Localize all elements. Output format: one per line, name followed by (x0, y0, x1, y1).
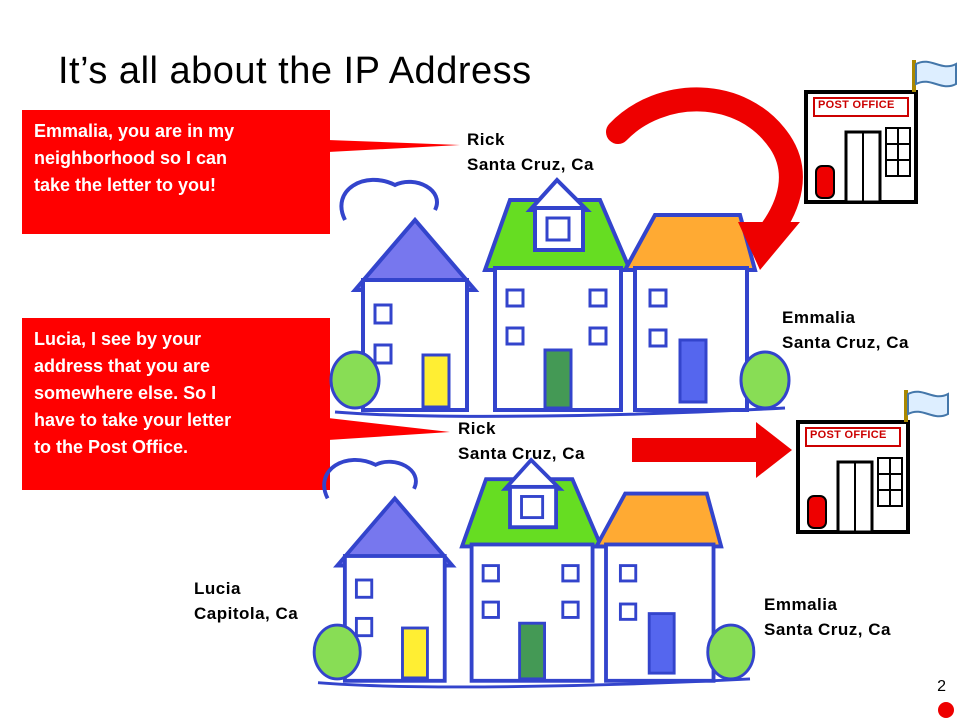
label-lucia-city: Capitola, Ca (194, 604, 299, 623)
post-office-bottom-sign: POST OFFICE (810, 429, 887, 441)
callout-bottom-line-5: to the Post Office. (34, 437, 189, 457)
callout-top-line-2: neighborhood so I can (34, 148, 227, 168)
callout-top-line-1: Emmalia, you are in my (34, 121, 235, 141)
callout-top-tail (328, 140, 460, 152)
label-emmalia-bottom: Emmalia Santa Cruz, Ca (764, 592, 891, 642)
post-office-bottom (796, 388, 950, 534)
label-rick-top: Rick Santa Cruz, Ca (467, 127, 594, 177)
label-emmalia-bottom-city: Santa Cruz, Ca (764, 620, 891, 639)
label-lucia: Lucia Capitola, Ca (194, 576, 298, 626)
post-office-top-sign: POST OFFICE (818, 99, 895, 111)
callout-bottom-line-3: somewhere else. So I (34, 383, 217, 403)
callout-bottom-line-4: have to take your letter (34, 410, 232, 430)
callout-bottom-tail (328, 418, 450, 440)
slide-title: It’s all about the IP Address (58, 50, 532, 92)
label-emmalia-top-city: Santa Cruz, Ca (782, 333, 909, 352)
post-office-top (804, 58, 958, 204)
label-rick-top-name: Rick (467, 130, 505, 149)
callout-bottom: Lucia, I see by your address that you ar… (22, 318, 330, 490)
callout-bottom-line-2: address that you are (34, 356, 211, 376)
label-emmalia-bottom-name: Emmalia (764, 595, 838, 614)
curved-arrow (606, 87, 803, 244)
label-rick-top-city: Santa Cruz, Ca (467, 155, 594, 174)
label-rick-bottom-name: Rick (458, 419, 496, 438)
straight-arrow-shaft (632, 438, 764, 462)
label-rick-bottom-city: Santa Cruz, Ca (458, 444, 585, 463)
houses-top (329, 177, 791, 419)
straight-arrow-head (756, 422, 792, 478)
callout-top: Emmalia, you are in my neighborhood so I… (22, 110, 330, 234)
label-rick-bottom: Rick Santa Cruz, Ca (458, 416, 585, 466)
label-emmalia-top-name: Emmalia (782, 308, 856, 327)
callout-bottom-line-1: Lucia, I see by your (34, 329, 202, 349)
curved-arrow-head (738, 222, 800, 270)
houses-bottom (312, 457, 756, 689)
slide-marker-dot (938, 702, 954, 718)
page-number: 2 (937, 678, 946, 695)
label-emmalia-top: Emmalia Santa Cruz, Ca (782, 305, 909, 355)
label-lucia-name: Lucia (194, 579, 241, 598)
callout-top-line-3: take the letter to you! (34, 175, 217, 195)
